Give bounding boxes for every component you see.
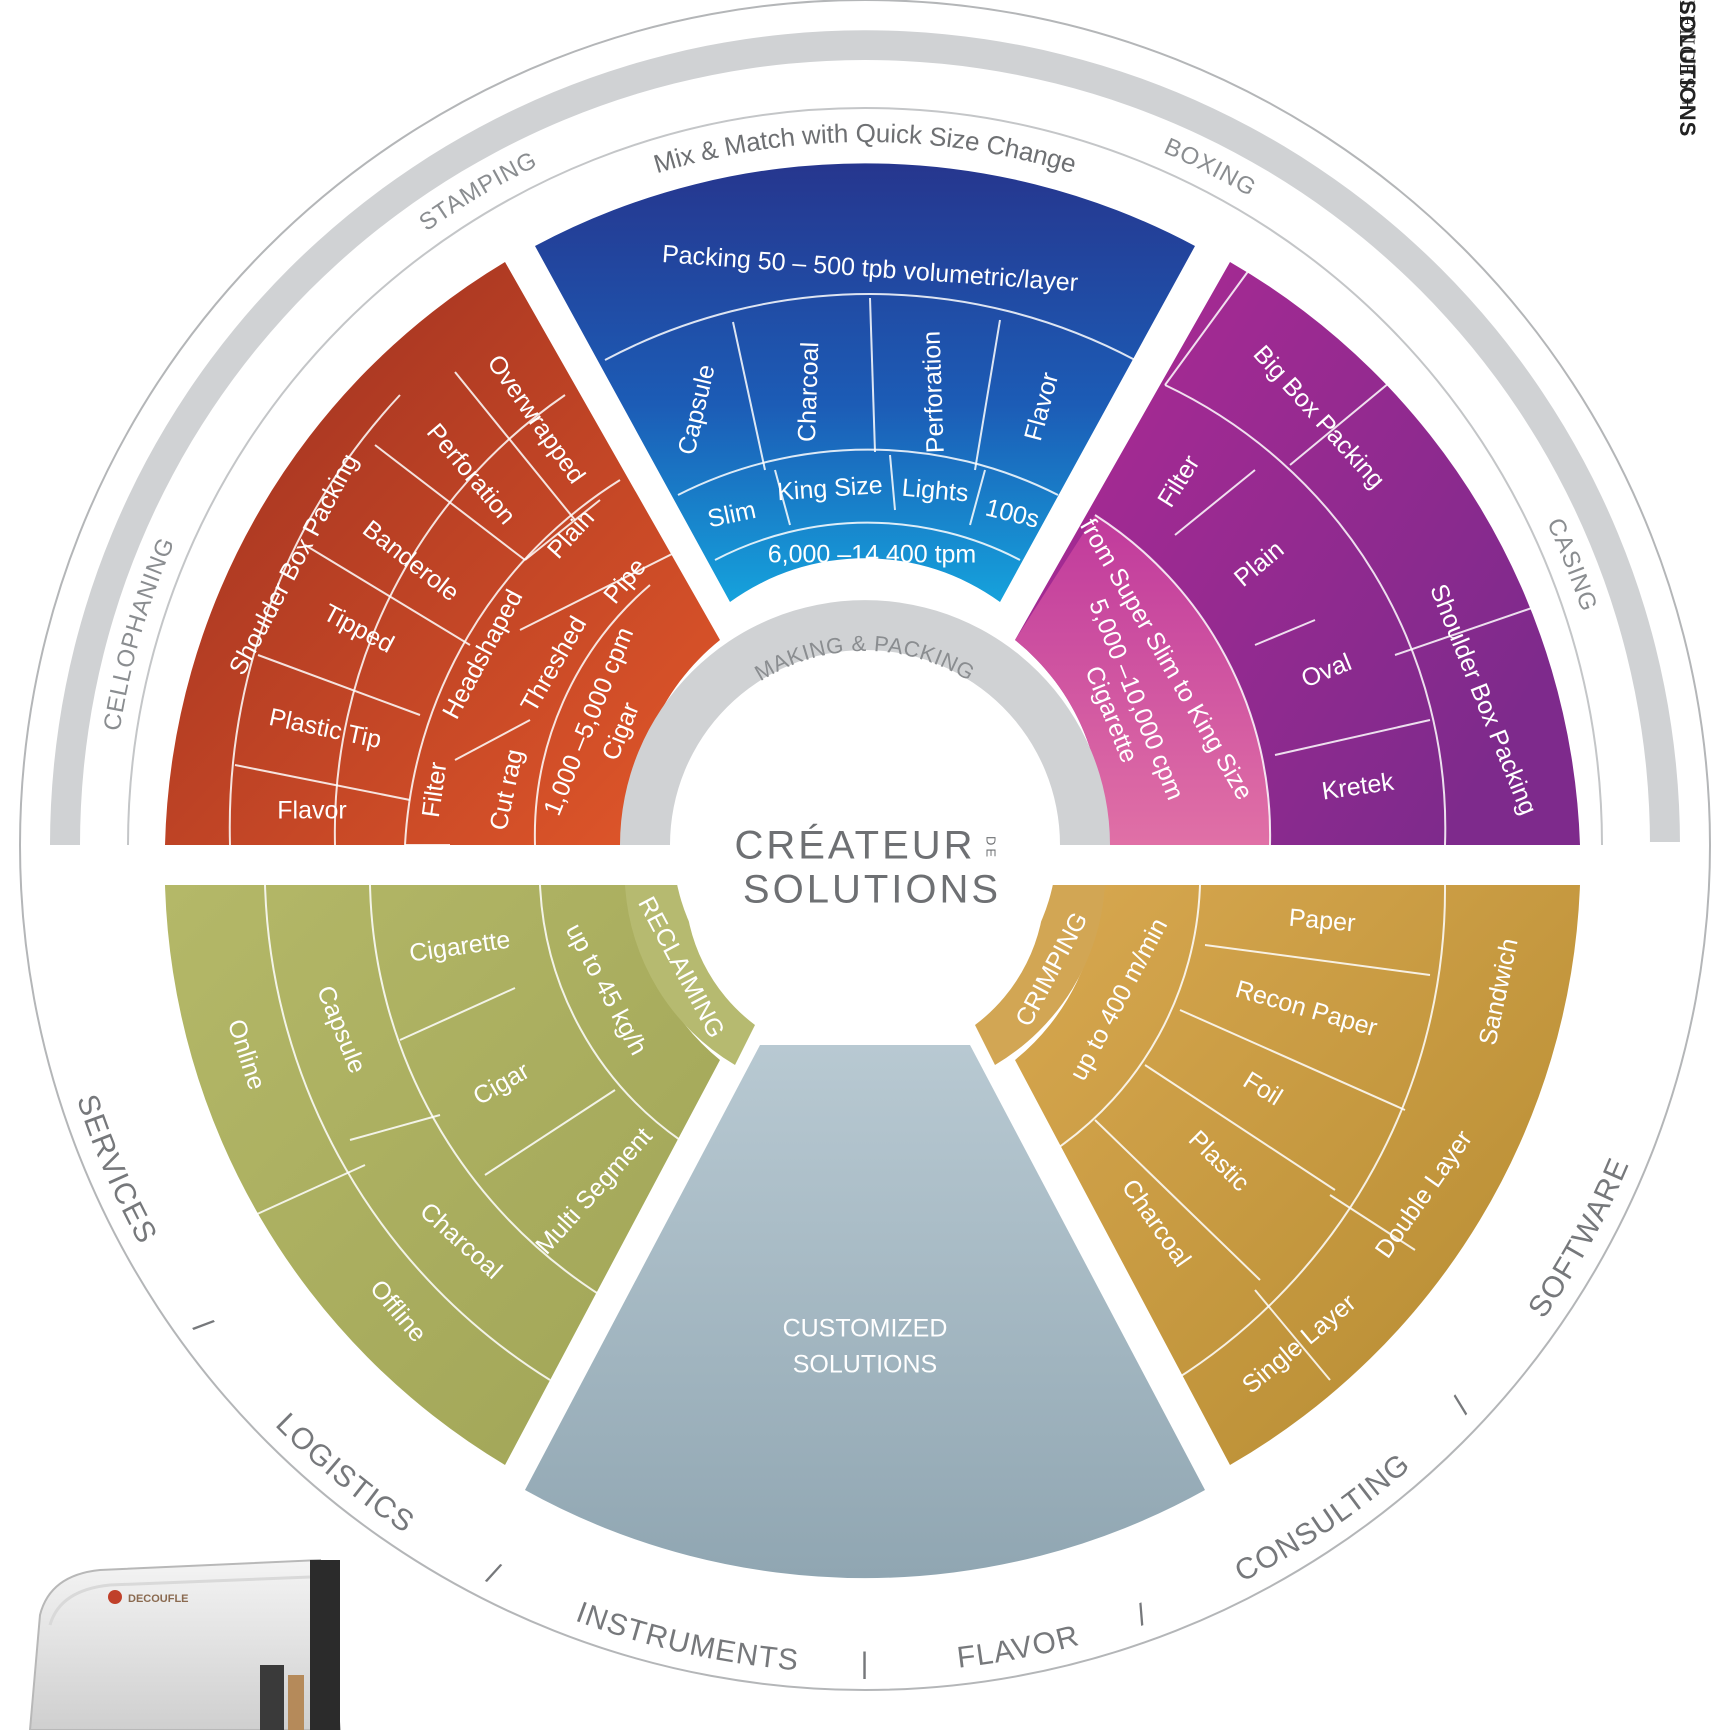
mid-arc-line [127, 107, 1603, 846]
crimping-sector [1015, 885, 1580, 1465]
outer-circle [19, 0, 1711, 1691]
service-sep-1: / [187, 1313, 219, 1340]
machine-logo-icon [108, 1590, 122, 1604]
cigarette-divisions [1094, 254, 1556, 846]
service-sep-2: / [482, 1557, 505, 1591]
reclaiming-band [625, 885, 755, 1065]
cigar-sector [165, 262, 720, 845]
side-caption: LENGES + SOLUTIONS [1675, 0, 1716, 300]
center-hub [673, 653, 1057, 1037]
making-packing-ring [620, 600, 1110, 845]
tube-name: Tube [847, 565, 903, 593]
side-caption-prefix: LENGES + [1675, 0, 1700, 111]
center-title-de: DE [984, 836, 999, 860]
tube-speed: 6,000 –14,400 tpm [768, 541, 977, 569]
tube-option-charcoal: Charcoal [793, 341, 824, 442]
customized-line2: SOLUTIONS [793, 1351, 937, 1379]
cigarette-core [1015, 515, 1271, 845]
machine-logo-text: DECOUFLE [128, 1593, 189, 1605]
service-instruments: INSTRUMENTS [572, 1596, 800, 1677]
service-sep-3: | [861, 1647, 870, 1680]
tube-divisions [604, 292, 1136, 561]
service-sep-4: / [1132, 1598, 1152, 1632]
center-title-line2: SOLUTIONS [743, 868, 1001, 912]
service-consulting: CONSULTING [1230, 1447, 1417, 1589]
customized-sector [525, 1045, 1205, 1579]
tube-option-perforation: Perforation [917, 330, 949, 453]
side-caption-bold: SOLUTIONS [1675, 0, 1700, 138]
machine-image: DECOUFLE [28, 1558, 342, 1730]
cigar-option-flavor: Flavor [277, 797, 346, 825]
service-logistics: LOGISTICS [269, 1407, 420, 1540]
customized-line1: CUSTOMIZED [783, 1315, 948, 1343]
tube-size-lights: Lights [901, 474, 970, 508]
tube-sector [535, 163, 1195, 602]
crimping-band [975, 885, 1105, 1065]
crimping-divisions [1054, 884, 1447, 1381]
center-title-line1: CRÉATEUR [734, 823, 975, 868]
service-sep-5: / [1446, 1391, 1476, 1420]
cigar-divisions [228, 371, 691, 846]
crimping-material-paper: Paper [1288, 904, 1357, 938]
